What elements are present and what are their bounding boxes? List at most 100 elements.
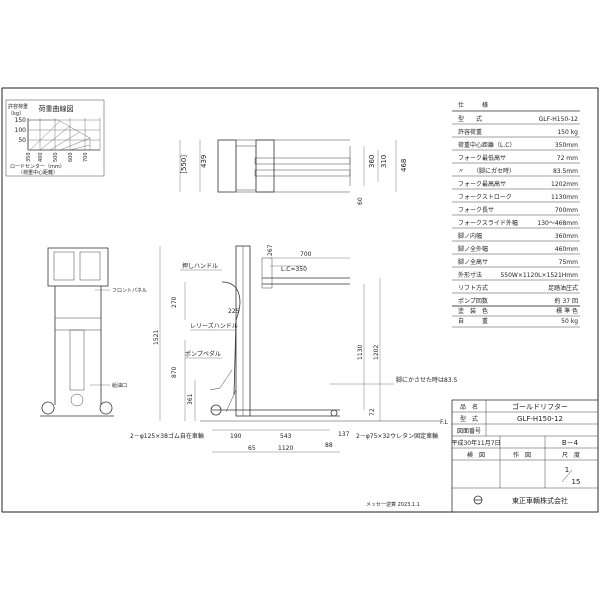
load-chart-ytick: 150 bbox=[15, 117, 27, 124]
load-chart-xtick: 500 bbox=[53, 152, 59, 162]
spec-row-label: 外形寸法 bbox=[458, 271, 482, 279]
load-chart-xtick: 700 bbox=[83, 152, 89, 162]
spec-row-value: 700mm bbox=[555, 207, 578, 214]
spec-row-label: フォーク最高高サ bbox=[458, 180, 506, 188]
dim-65: 65 bbox=[248, 445, 256, 452]
spec-row-value: 130～468mm bbox=[537, 220, 578, 227]
tb-sheet-code: B－4 bbox=[562, 439, 579, 447]
dim-72: 72 bbox=[369, 408, 376, 416]
tb-name-label: 品 名 bbox=[460, 403, 478, 411]
load-chart-ylabel: 許容荷重 bbox=[8, 103, 28, 110]
load-chart-yunit: （kg） bbox=[8, 111, 24, 117]
dim-870: 870 bbox=[171, 366, 178, 378]
dim-439: 439 bbox=[200, 155, 208, 168]
tb-check-header: 検 図 bbox=[467, 451, 485, 459]
dim-225: 225 bbox=[228, 308, 240, 315]
dim-267: 267 bbox=[267, 244, 274, 256]
load-chart-xsublabel: （荷重中心距離） bbox=[18, 169, 58, 176]
dim-190: 190 bbox=[230, 433, 242, 440]
dim-360: 360 bbox=[368, 155, 376, 168]
label-lc: L.C=350 bbox=[281, 266, 307, 273]
dim-468: 468 bbox=[400, 159, 408, 172]
top-view: ［550］ 439 360 310 468 60 bbox=[179, 139, 408, 205]
title-block: 品 名 ゴールドリフター 型 式 GLF-H150-12 図面番号 平成30年1… bbox=[451, 399, 599, 513]
spec-row-value: 1130mm bbox=[551, 194, 578, 201]
spec-row-label: 脚ノ全高サ bbox=[458, 258, 488, 266]
dim-310: 310 bbox=[380, 155, 388, 168]
spec-row-label: 脚ノ全外幅 bbox=[458, 245, 488, 253]
sheet-border bbox=[1, 87, 599, 513]
footnote: メッセー逆算 2023.1.1 bbox=[366, 501, 420, 508]
load-chart: 荷重曲線図 許容荷重 （kg） 150 100 50 350 400 500 6… bbox=[5, 99, 105, 177]
label-fl: F.L bbox=[440, 419, 448, 426]
load-chart-xtick: 400 bbox=[38, 152, 44, 162]
spec-row-value: 83.5mm bbox=[553, 168, 578, 175]
spec-row-value: 460mm bbox=[555, 246, 578, 253]
spec-paint-label: 塗 装 色 bbox=[458, 307, 488, 315]
spec-row-label: 〃 （脚にカ゚セ時） bbox=[458, 167, 515, 175]
spec-row-value: 550W×1120L×1521Hmm bbox=[500, 272, 578, 279]
spec-row-label: フォークストローク bbox=[458, 194, 512, 201]
dim-361: 361 bbox=[187, 393, 194, 405]
dim-137: 137 bbox=[338, 431, 350, 438]
side-view: L.C=350 F.L 押しハンドル レリーズハンドル ポンプペダル 2－φ12… bbox=[130, 244, 458, 453]
label-lowered: 脚にかさせた時は83.5 bbox=[396, 376, 458, 384]
spec-row-label: フォークスライド外幅 bbox=[458, 219, 518, 227]
dim-1521: 1521 bbox=[153, 330, 160, 345]
dim-700: 700 bbox=[300, 251, 312, 258]
label-fixed-wheels: 2－φ75×32ウレタン固定車輪 bbox=[356, 432, 438, 440]
label-front-panel: フロントパネル bbox=[112, 288, 147, 294]
tb-draw-header: 作 図 bbox=[513, 451, 531, 459]
load-chart-ytick: 100 bbox=[15, 127, 27, 134]
tb-name-value: ゴールドリフター bbox=[512, 402, 568, 411]
spec-row-value: 150 kg bbox=[557, 129, 578, 136]
dim-1130: 1130 bbox=[357, 345, 364, 360]
label-release-handle: レリーズハンドル bbox=[190, 322, 238, 330]
spec-row-label: 荷重中心距離（L.C） bbox=[458, 141, 515, 149]
label-oil-inlet: 給油口 bbox=[112, 382, 127, 389]
spec-row-label: ポンプ回数 bbox=[458, 297, 488, 305]
dim-60: 60 bbox=[357, 197, 364, 205]
spec-heading: 仕 様 bbox=[458, 101, 488, 109]
spec-row-label: フォーク最低高サ bbox=[458, 154, 506, 162]
dim-88: 88 bbox=[325, 442, 333, 449]
tb-company: 東正車輌株式会社 bbox=[512, 496, 568, 505]
tb-scale-den: 15 bbox=[572, 478, 581, 486]
load-chart-title: 荷重曲線図 bbox=[39, 104, 74, 113]
dim-270: 270 bbox=[171, 296, 178, 308]
load-chart-xlabel: ロードセンター（mm） bbox=[10, 163, 65, 170]
load-chart-xtick: 350 bbox=[26, 152, 32, 162]
spec-row-label: 型 式 bbox=[458, 115, 482, 123]
dim-1120: 1120 bbox=[278, 445, 293, 452]
tb-type-label: 型 式 bbox=[460, 415, 478, 423]
label-push-handle: 押しハンドル bbox=[182, 262, 218, 270]
front-view: フロントパネル 給油口 bbox=[40, 247, 147, 417]
tb-date: 平成30年11月7日 bbox=[451, 439, 500, 447]
spec-weight-label: 自 重 bbox=[458, 317, 488, 325]
spec-row-label: リフト方式 bbox=[458, 284, 488, 292]
tb-type-value: GLF-H150-12 bbox=[517, 415, 563, 423]
label-pump-pedal: ポンプペダル bbox=[185, 350, 221, 358]
dim-550: ［550］ bbox=[180, 151, 188, 178]
spec-row-value: 1202mm bbox=[551, 181, 578, 188]
spec-row-label: 脚ノ内幅 bbox=[458, 232, 482, 240]
tb-scale-header: 尺 度 bbox=[562, 451, 580, 459]
spec-row-value: 足踏油圧式 bbox=[548, 284, 578, 292]
tb-scale-num: 1 bbox=[565, 466, 569, 474]
spec-row-value: 350mm bbox=[555, 142, 578, 149]
spec-row-value: 75mm bbox=[559, 259, 578, 266]
dim-1202: 1202 bbox=[373, 345, 380, 360]
tb-drawing-no-label: 図面番号 bbox=[457, 428, 481, 435]
spec-row-value: 約 37 回 bbox=[555, 297, 578, 305]
spec-row-label: 許容荷重 bbox=[458, 128, 482, 136]
spec-paint-value: 標 準 色 bbox=[556, 307, 578, 315]
load-chart-xtick: 600 bbox=[68, 152, 74, 162]
label-caster-wheels: 2－φ125×38ゴム自在車輪 bbox=[130, 432, 204, 440]
spec-row-value: 72 mm bbox=[557, 155, 578, 162]
dim-543: 543 bbox=[280, 433, 292, 440]
load-chart-ytick: 50 bbox=[18, 137, 26, 144]
spec-weight-value: 50 kg bbox=[561, 318, 578, 325]
